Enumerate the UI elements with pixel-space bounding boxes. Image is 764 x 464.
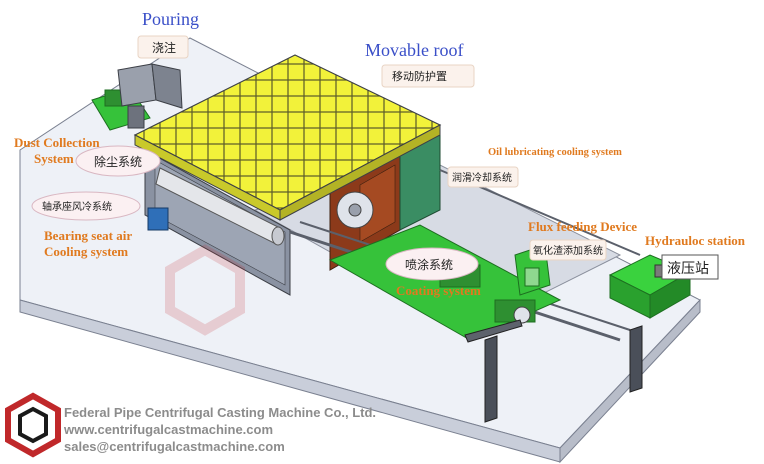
label-flux-feeding: Flux feeding Device <box>528 219 637 234</box>
footer-email: sales@centrifugalcastmachine.com <box>64 439 285 454</box>
label-pouring-zh: 浇注 <box>152 40 176 55</box>
label-flux-feeding-zh: 氧化渣添加系统 <box>533 244 603 257</box>
label-coating: Coating system <box>396 283 481 298</box>
footer-website: www.centrifugalcastmachine.com <box>63 422 273 437</box>
label-pouring-zh-box <box>137 35 189 59</box>
label-flux-feeding-zh-box <box>529 239 607 261</box>
label-bearing-2: Cooling system <box>44 244 128 259</box>
label-oil-lubricating-zh: 润滑冷却系统 <box>452 171 512 184</box>
label-movable-roof: Movable roof <box>365 40 463 60</box>
label-pouring: Pouring <box>142 9 199 29</box>
label-dust-collection-zh-bubble <box>75 145 161 177</box>
label-hydraulic-zh: 液压站 <box>667 261 709 277</box>
company-logo-icon <box>5 392 61 458</box>
label-dust-collection-2: System <box>34 151 74 166</box>
label-bearing-zh: 轴承座风冷系统 <box>42 200 112 213</box>
support-legs <box>464 319 643 423</box>
label-coating-zh: 喷涂系统 <box>405 257 453 272</box>
label-movable-roof-zh: 移动防护置 <box>392 69 447 83</box>
label-coating-zh-bubble <box>385 247 479 281</box>
pouring-cup <box>117 63 183 129</box>
machine-body <box>144 134 441 296</box>
label-dust-collection-zh: 除尘系统 <box>94 154 142 169</box>
watermark-logo <box>165 244 245 336</box>
label-dust-collection-1: Dust Collection <box>14 135 100 150</box>
label-hydraulic: Hydrauloc station <box>645 233 746 248</box>
label-oil-lubricating: Oil lubricating cooling system <box>488 147 622 158</box>
footer-company: Federal Pipe Centrifugal Casting Machine… <box>64 405 376 420</box>
movable-roof <box>133 54 442 221</box>
label-movable-roof-zh-box <box>381 64 475 88</box>
label-bearing-zh-bubble <box>31 191 141 221</box>
label-oil-lubricating-zh-box <box>447 166 519 188</box>
label-hydraulic-zh-box <box>661 254 719 280</box>
label-bearing-1: Bearing seat air <box>44 228 132 243</box>
